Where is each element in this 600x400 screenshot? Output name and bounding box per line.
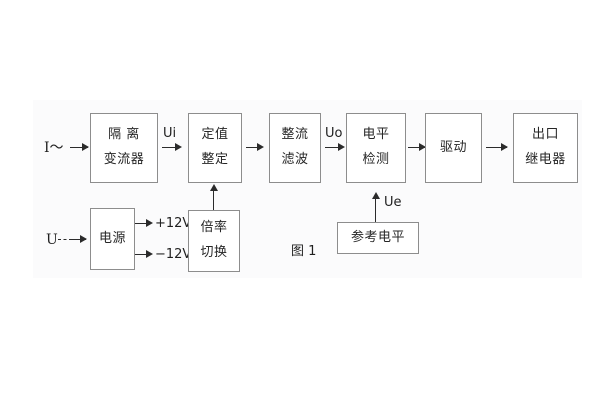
block-line-1: 隔 离	[108, 127, 140, 143]
ue-label: Ue	[384, 195, 402, 210]
block-line-1: 定值	[201, 127, 229, 143]
voltage-input-dashed-line	[58, 239, 72, 240]
block-line-1: 整流	[281, 127, 309, 143]
current-input-label: I～	[44, 140, 64, 156]
block-isolation-transformer[interactable]: 隔 离 变流器	[90, 113, 158, 183]
ui-arrowhead-icon	[175, 143, 182, 151]
setting-to-rectify-line	[246, 147, 262, 148]
minus12v-arrowhead-icon	[146, 250, 153, 258]
drive-to-relay-line	[486, 147, 507, 148]
block-line-1: 电平	[362, 127, 390, 143]
reference-to-level-arrowhead-icon	[372, 192, 380, 199]
plus12v-line	[135, 223, 151, 224]
voltage-input-label: U	[46, 232, 58, 248]
block-line-1: 电源	[98, 231, 126, 247]
ui-connector-line	[162, 147, 180, 148]
block-line-1: 倍率	[200, 220, 228, 236]
block-line-1: 驱动	[439, 140, 467, 156]
block-setting-value[interactable]: 定值 整定	[188, 113, 242, 183]
minus12v-label: −12V	[155, 247, 192, 262]
block-drive[interactable]: 驱动	[425, 113, 482, 183]
uo-arrowhead-icon	[338, 143, 345, 151]
level-to-drive-line	[408, 147, 425, 148]
block-line-1: 参考电平	[350, 230, 405, 246]
block-line-2: 滤波	[281, 152, 309, 167]
ui-label: Ui	[163, 126, 177, 141]
uo-connector-line	[325, 147, 343, 148]
block-line-2: 切换	[200, 245, 228, 260]
multiplier-to-setting-arrowhead-icon	[210, 184, 218, 191]
block-line-2: 继电器	[525, 152, 566, 167]
plus12v-arrowhead-icon	[146, 219, 153, 227]
reference-to-level-line	[375, 198, 376, 222]
level-to-drive-arrowhead-icon	[419, 143, 426, 151]
multiplier-to-setting-line	[213, 190, 214, 210]
block-line-2: 变流器	[103, 152, 145, 167]
current-input-arrowhead-icon	[82, 143, 89, 151]
block-output-relay[interactable]: 出口 继电器	[513, 113, 578, 183]
voltage-input-line	[72, 239, 86, 240]
block-power-supply[interactable]: 电源	[90, 208, 135, 270]
block-line-2: 整定	[201, 152, 229, 167]
current-input-line	[70, 147, 88, 148]
block-line-2: 检测	[362, 152, 390, 167]
voltage-input-arrowhead-icon	[80, 235, 87, 243]
block-reference-level[interactable]: 参考电平	[337, 222, 419, 254]
uo-label: Uo	[325, 126, 343, 141]
block-rectify-filter[interactable]: 整流 滤波	[269, 113, 321, 183]
plus12v-label: +12V	[155, 216, 192, 231]
drive-to-relay-arrowhead-icon	[501, 143, 508, 151]
figure-caption: 图 1	[291, 244, 317, 259]
block-multiplier-switch[interactable]: 倍率 切换	[188, 210, 240, 272]
setting-to-rectify-arrowhead-icon	[257, 143, 264, 151]
minus12v-line	[135, 254, 151, 255]
block-level-detection[interactable]: 电平 检测	[346, 113, 406, 183]
block-line-1: 出口	[531, 127, 559, 143]
